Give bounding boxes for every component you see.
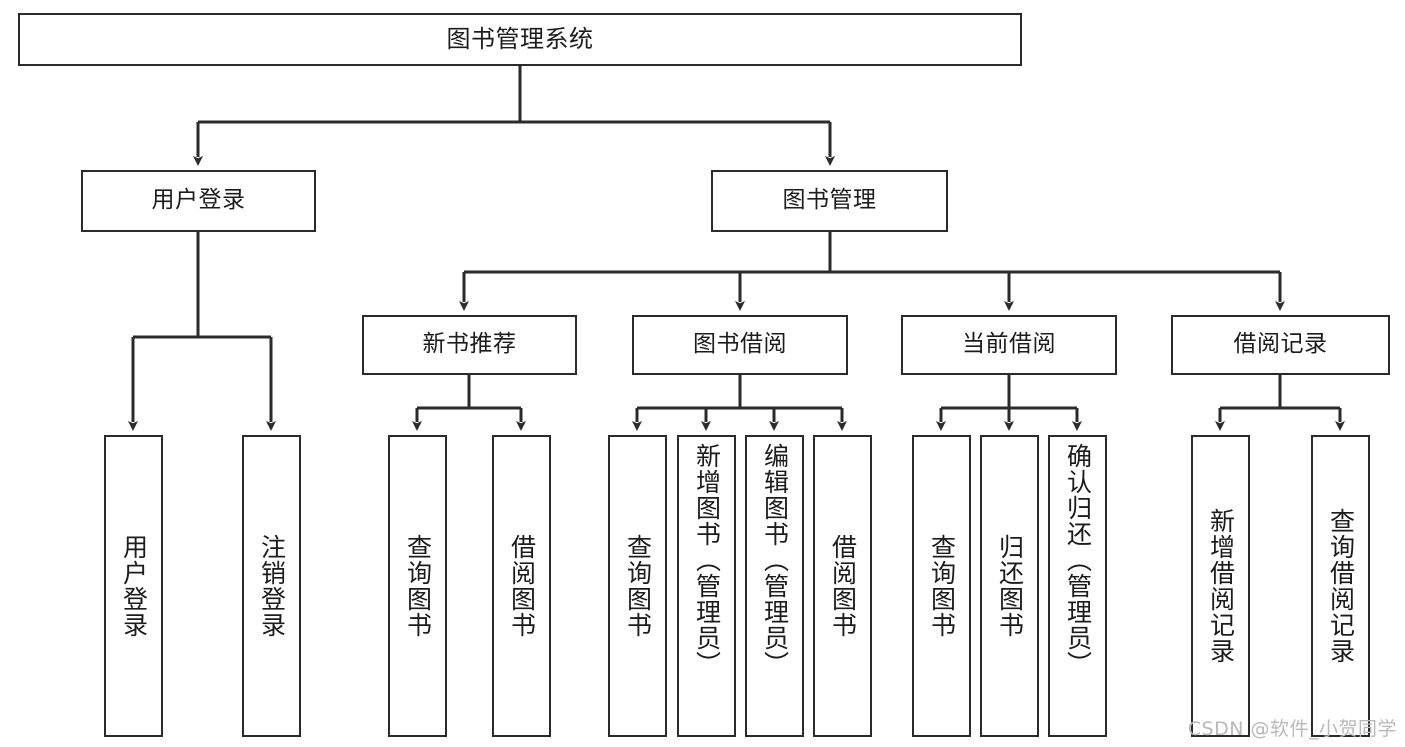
- leaf-recommend-query-book[interactable]: 查询图书: [388, 435, 447, 737]
- node-current-borrow[interactable]: 当前借阅: [901, 315, 1117, 375]
- node-label: 注销登录: [257, 534, 287, 638]
- leaf-current-return-book[interactable]: 归还图书: [980, 435, 1039, 737]
- node-book-borrow[interactable]: 图书借阅: [632, 315, 848, 375]
- node-label: 借阅图书: [507, 534, 537, 638]
- node-label: 编辑图书（管理员）: [760, 443, 790, 677]
- node-label: 图书管理: [782, 187, 877, 214]
- node-label: 查询借阅记录: [1326, 508, 1356, 664]
- node-label: 用户登录: [119, 534, 149, 638]
- leaf-borrow-add-book-admin[interactable]: 新增图书（管理员）: [677, 435, 736, 737]
- node-label: 新增图书（管理员）: [692, 443, 722, 677]
- new-book-recommend-to-leaves-connectors: [412, 375, 526, 431]
- node-label: 借阅图书: [828, 534, 858, 638]
- node-user-login[interactable]: 用户登录: [81, 170, 316, 232]
- node-label: 用户登录: [151, 187, 246, 214]
- node-book-management[interactable]: 图书管理: [711, 170, 948, 232]
- current-borrow-to-leaves-connectors: [936, 375, 1082, 431]
- root-to-level2-connectors: [193, 66, 835, 166]
- node-label: 查询图书: [927, 534, 957, 638]
- node-borrow-record[interactable]: 借阅记录: [1171, 315, 1390, 375]
- node-label: 当前借阅: [962, 331, 1056, 358]
- user-login-to-leaves-connectors: [128, 232, 276, 431]
- node-label: 图书管理系统: [446, 25, 594, 54]
- leaf-record-add-borrow-record[interactable]: 新增借阅记录: [1191, 435, 1250, 737]
- node-label: 新增借阅记录: [1206, 508, 1236, 664]
- node-label: 借阅记录: [1233, 331, 1328, 358]
- node-label: 新书推荐: [422, 331, 517, 358]
- node-label: 归还图书: [995, 534, 1025, 638]
- leaf-current-query-book[interactable]: 查询图书: [912, 435, 971, 737]
- node-label: 查询图书: [623, 534, 653, 638]
- leaf-user-logout[interactable]: 注销登录: [242, 435, 301, 737]
- node-label: 确认归还（管理员）: [1063, 443, 1093, 677]
- node-root-system[interactable]: 图书管理系统: [18, 13, 1022, 66]
- leaf-borrow-query-book[interactable]: 查询图书: [608, 435, 667, 737]
- leaf-borrow-borrow-book[interactable]: 借阅图书: [813, 435, 872, 737]
- book-management-to-level3-connectors: [459, 232, 1285, 311]
- leaf-record-query-borrow-record[interactable]: 查询借阅记录: [1311, 435, 1370, 737]
- leaf-recommend-borrow-book[interactable]: 借阅图书: [492, 435, 551, 737]
- node-label: 图书借阅: [693, 331, 787, 358]
- node-label: 查询图书: [403, 534, 433, 638]
- borrow-record-to-leaves-connectors: [1215, 375, 1345, 431]
- book-borrow-to-leaves-connectors: [632, 375, 847, 431]
- leaf-borrow-edit-book-admin[interactable]: 编辑图书（管理员）: [745, 435, 804, 737]
- leaf-current-confirm-return-admin[interactable]: 确认归还（管理员）: [1048, 435, 1107, 737]
- leaf-user-login[interactable]: 用户登录: [104, 435, 163, 737]
- node-new-book-recommend[interactable]: 新书推荐: [362, 315, 577, 375]
